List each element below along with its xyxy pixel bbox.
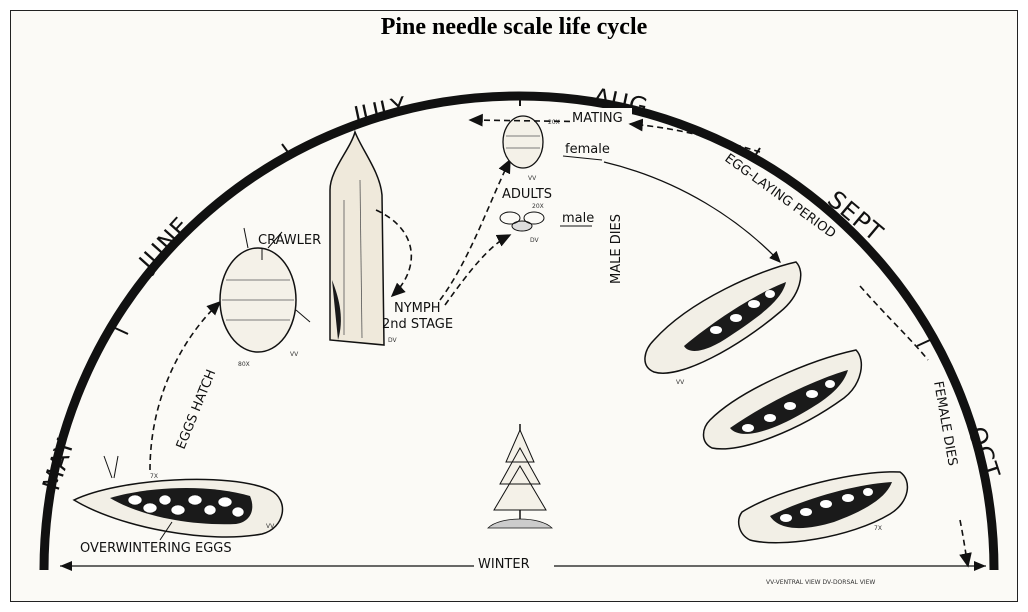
mag-male: 20X xyxy=(532,203,544,210)
winter-arrow-left-head xyxy=(60,561,72,571)
label-eggs-hatch: EGGS HATCH xyxy=(174,368,220,452)
month-may: MAY xyxy=(37,435,80,494)
mag-eggs: 7X xyxy=(150,473,158,480)
label-male-dies: MALE DIES xyxy=(609,214,624,284)
label-nymph-stage: 2nd STAGE xyxy=(382,317,453,332)
label-winter: WINTER xyxy=(478,557,530,572)
pine-tree-icon xyxy=(488,424,552,528)
view-crawler: VV xyxy=(290,351,299,358)
pine-needle-illustration xyxy=(330,132,384,345)
adult-male-illustration xyxy=(500,212,544,231)
mag-crawler: 80X xyxy=(238,361,250,368)
label-overwintering-eggs: OVERWINTERING EGGS xyxy=(80,541,232,556)
mag-egglaying: 7X xyxy=(874,525,882,532)
label-nymph: NYMPH xyxy=(394,301,441,316)
month-june: JUNE xyxy=(132,211,195,277)
label-mating: MATING xyxy=(572,111,623,126)
month-oct: OCT xyxy=(962,423,1005,482)
view-egglaying-1: VV xyxy=(676,379,685,386)
mag-female: 20X xyxy=(548,119,560,126)
egg-laying-scale-1 xyxy=(645,262,801,373)
view-female: VV xyxy=(528,175,537,182)
view-eggs: VV xyxy=(266,523,275,530)
overwintering-eggs-scale xyxy=(74,456,282,537)
arrow-female-dies xyxy=(960,520,968,566)
arrow-nymph-to-male xyxy=(445,235,510,305)
winter-arrow-right-head xyxy=(974,561,986,571)
label-male: male xyxy=(562,211,594,226)
view-male: DV xyxy=(530,237,540,244)
egg-laying-scale-2 xyxy=(704,350,862,449)
egg-laying-scale-3 xyxy=(739,472,908,543)
view-nymph: DV xyxy=(388,337,398,344)
label-adults: ADULTS xyxy=(502,187,552,202)
label-female: female xyxy=(565,142,610,157)
arrow-nymph-to-female xyxy=(440,160,510,300)
adult-female-illustration xyxy=(503,116,543,168)
arrow-egg-laying xyxy=(860,286,928,360)
view-legend: VV-VENTRAL VIEW DV-DORSAL VIEW xyxy=(766,579,875,586)
label-crawler: CRAWLER xyxy=(258,233,321,248)
month-july: JULY xyxy=(349,91,409,130)
label-egg-laying-period: EGG-LAYING PERIOD xyxy=(722,151,839,242)
